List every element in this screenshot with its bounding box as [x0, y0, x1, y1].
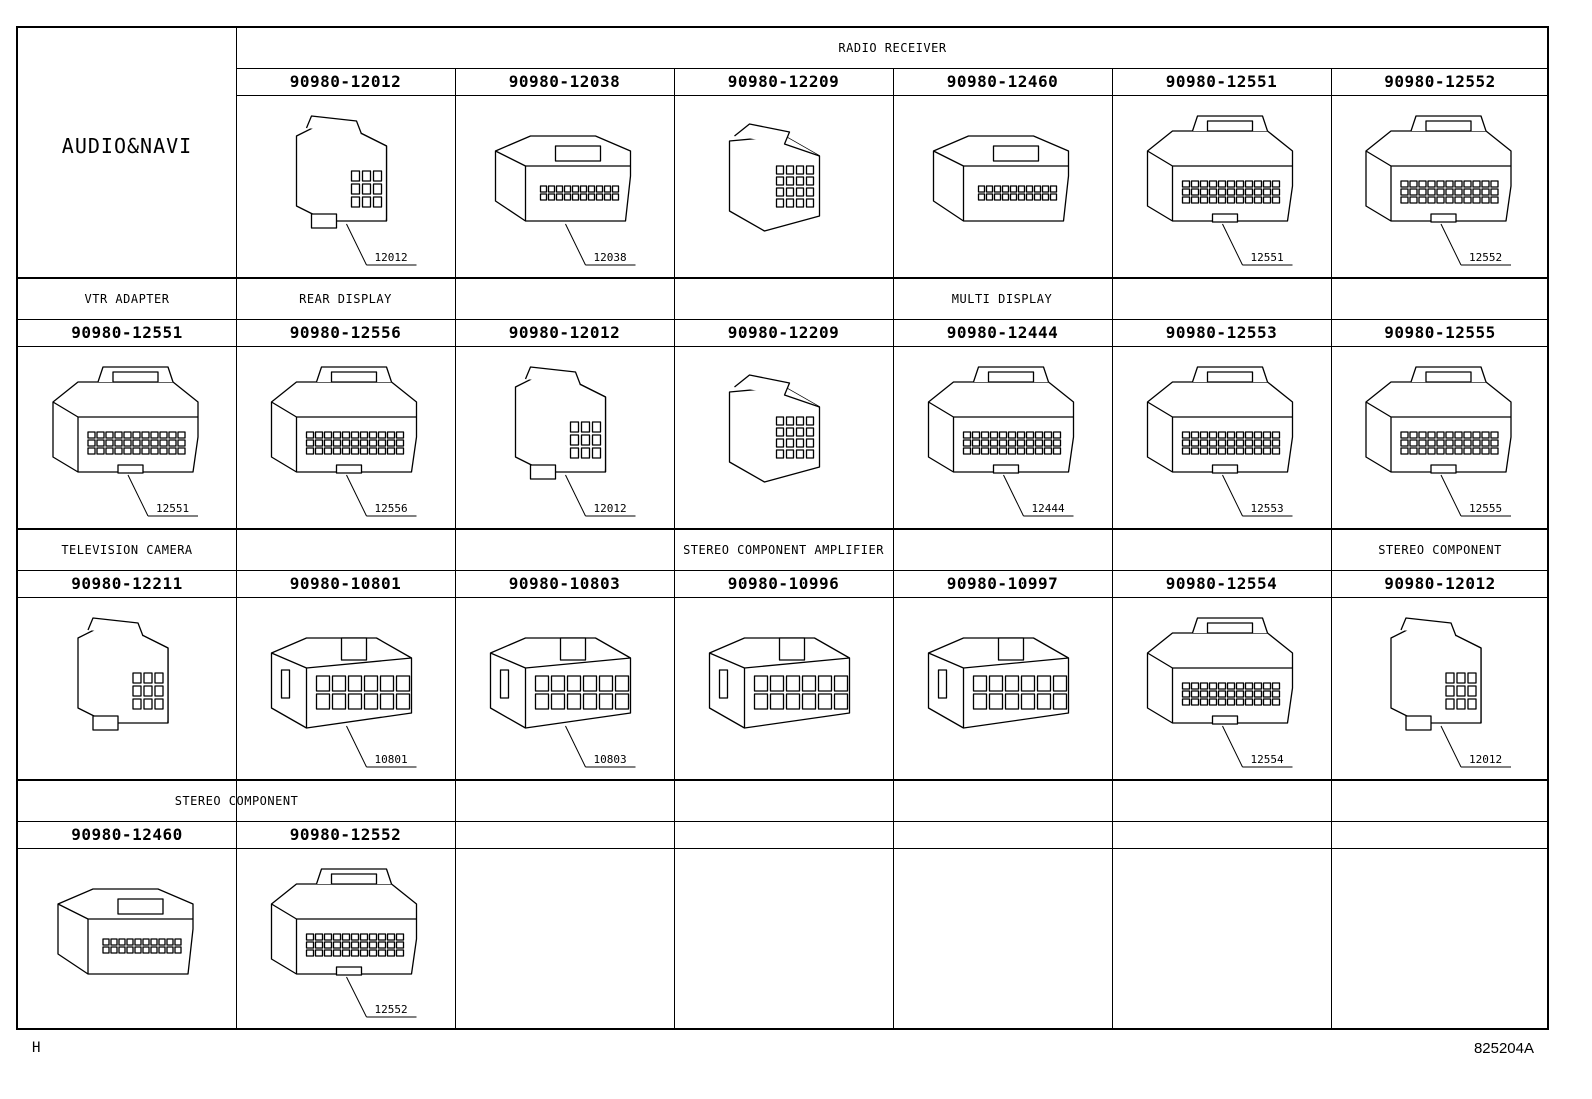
footer-mark: H — [32, 1040, 41, 1056]
part-number: 90980-12012 — [1384, 574, 1496, 593]
group-label-multi-display: MULTI DISPLAY — [951, 291, 1053, 306]
part-number: 90980-12012 — [508, 323, 621, 342]
connector-10803-drawing: 10803 — [455, 598, 674, 779]
part-number: 90980-12444 — [946, 323, 1059, 342]
connector-12209-drawing — [674, 96, 893, 277]
svg-text:12012: 12012 — [1469, 753, 1502, 766]
callout-label: 12554 — [1222, 725, 1293, 768]
svg-text:12012: 12012 — [375, 251, 408, 264]
callout-label: 10803 — [565, 725, 636, 768]
part-number: 90980-12209 — [727, 72, 840, 91]
part-number: 90980-12552 — [1384, 72, 1496, 91]
part-number: 90980-10996 — [727, 574, 840, 593]
svg-text:12551: 12551 — [1251, 251, 1284, 264]
part-number: 90980-12460 — [71, 825, 183, 844]
part-number: 90980-12551 — [71, 323, 183, 342]
section-title: AUDIO&NAVI — [61, 133, 193, 158]
connector-12551-drawing: 12551 — [1112, 96, 1331, 277]
part-number: 90980-10997 — [946, 574, 1059, 593]
part-number: 90980-12556 — [289, 323, 402, 342]
connector-10801-drawing: 10801 — [236, 598, 455, 779]
connector-12038-drawing: 12038 — [455, 96, 674, 277]
part-number: 90980-12555 — [1384, 323, 1496, 342]
svg-text:10801: 10801 — [375, 753, 408, 766]
svg-text:12012: 12012 — [594, 502, 627, 515]
callout-label: 10801 — [346, 725, 417, 768]
connector-12211-drawing — [18, 598, 236, 779]
part-number: 90980-12209 — [727, 323, 840, 342]
svg-text:12552: 12552 — [375, 1003, 408, 1016]
svg-text:10803: 10803 — [594, 753, 627, 766]
connector-12556-drawing: 12556 — [236, 347, 455, 528]
svg-text:12551: 12551 — [156, 502, 189, 515]
connector-10997-drawing — [893, 598, 1112, 779]
callout-label: 12553 — [1222, 474, 1293, 517]
block-camera-amplifier: TELEVISION CAMERA STEREO COMPONENT AMPLI… — [18, 529, 1547, 779]
connector-10996-drawing — [674, 598, 893, 779]
part-number: 90980-12552 — [289, 825, 402, 844]
part-number: 90980-10801 — [289, 574, 402, 593]
callout-label: 12552 — [1440, 223, 1511, 266]
connector-12209-drawing — [674, 347, 893, 528]
callout-label: 12556 — [346, 474, 417, 517]
connector-12012-drawing: 12012 — [1331, 598, 1549, 779]
group-label-rear-display: REAR DISPLAY — [299, 291, 392, 306]
svg-text:12038: 12038 — [594, 251, 627, 264]
part-number: 90980-12460 — [946, 72, 1059, 91]
part-number: 90980-12553 — [1165, 323, 1278, 342]
block-radio-receiver: AUDIO&NAVI RADIO RECEIVER 90980-12012 120… — [18, 28, 1547, 277]
group-label-stereo-component: STEREO COMPONENT — [1378, 542, 1502, 557]
svg-text:12556: 12556 — [375, 502, 408, 515]
connector-12552-drawing: 12552 — [1331, 96, 1549, 277]
svg-text:12552: 12552 — [1469, 251, 1502, 264]
connector-12552-drawing: 12552 — [236, 849, 455, 1029]
block-display: VTR ADAPTER REAR DISPLAY MULTI DISPLAY 9… — [18, 278, 1547, 528]
connector-chart: AUDIO&NAVI RADIO RECEIVER 90980-12012 120… — [16, 26, 1549, 1030]
svg-text:12555: 12555 — [1469, 502, 1502, 515]
connector-12444-drawing: 12444 — [893, 347, 1112, 528]
connector-12460-drawing — [18, 849, 236, 1029]
callout-label: 12551 — [1222, 223, 1293, 266]
svg-text:12444: 12444 — [1032, 502, 1065, 515]
part-number: 90980-12038 — [508, 72, 621, 91]
figure-id: 825204A — [1473, 1040, 1534, 1057]
part-number: 90980-12554 — [1165, 574, 1278, 593]
callout-label: 12552 — [346, 976, 417, 1018]
callout-label: 12551 — [127, 474, 198, 517]
connector-12555-drawing: 12555 — [1331, 347, 1549, 528]
part-number: 90980-10803 — [508, 574, 621, 593]
callout-label: 12012 — [565, 474, 636, 517]
callout-label: 12012 — [346, 223, 417, 266]
part-number: 90980-12551 — [1165, 72, 1278, 91]
callout-label: 12038 — [565, 223, 636, 266]
connector-12551-drawing: 12551 — [18, 347, 236, 528]
group-label-radio-receiver: RADIO RECEIVER — [838, 41, 947, 55]
group-label-stereo-component-amplifier: STEREO COMPONENT AMPLIFIER — [683, 542, 884, 557]
connector-12460-drawing — [893, 96, 1112, 277]
callout-label: 12444 — [1003, 474, 1074, 517]
connector-12554-drawing: 12554 — [1112, 598, 1331, 779]
svg-text:12553: 12553 — [1251, 502, 1284, 515]
group-label-vtr-adapter: VTR ADAPTER — [84, 291, 170, 306]
connector-12553-drawing: 12553 — [1112, 347, 1331, 528]
svg-text:12554: 12554 — [1251, 753, 1284, 766]
part-number: 90980-12211 — [71, 574, 183, 593]
connector-12012-drawing: 12012 — [236, 96, 455, 277]
callout-label: 12012 — [1440, 725, 1511, 768]
callout-label: 12555 — [1440, 474, 1511, 517]
group-label-television-camera: TELEVISION CAMERA — [61, 542, 193, 557]
connector-12012-drawing: 12012 — [455, 347, 674, 528]
part-number: 90980-12012 — [289, 72, 402, 91]
